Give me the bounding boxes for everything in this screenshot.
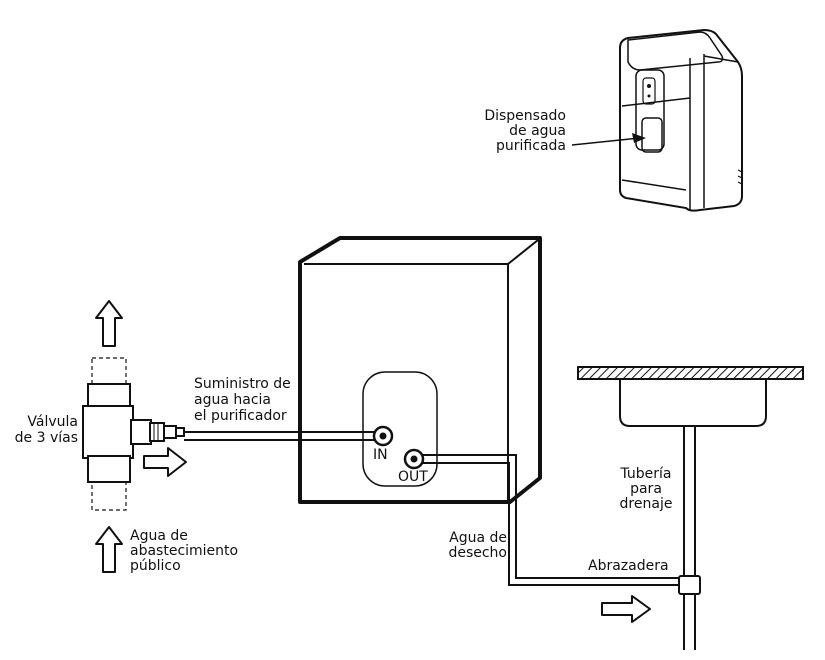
waste-label-line-2: desecho [448,545,507,561]
drain-label: Tubería para drenaje [619,466,672,512]
supply-in-label-line-3: el purificador [194,408,287,424]
waste-flow-arrow [601,595,651,623]
clamp [678,575,701,595]
public-supply-up-arrow [95,526,123,573]
out-label: OUT [398,469,428,485]
dispenser-pointer-arrowhead [632,133,646,143]
drain-pipe [683,426,696,650]
dispenser-unit [619,28,743,212]
public-supply-label: Agua de abastecimiento público [130,528,238,574]
three-way-valve [82,357,185,511]
purifier-unit: IN OUT [298,236,542,504]
dispenser-label-line-2: de agua [509,123,566,139]
waste-pipe [422,454,680,586]
dispenser-label: Dispensado de agua purificada [484,108,646,154]
valve-label-line-1: Válvula [27,414,78,430]
valve-label: Válvula de 3 vías [15,414,78,446]
public-supply-label-line-1: Agua de [130,528,188,544]
supply-in-label: Suministro de agua hacia el purificador [194,376,291,424]
waste-label: Agua de desecho [448,530,507,561]
sink [577,366,804,427]
waste-label-line-1: Agua de [449,530,507,546]
drain-label-line-1: Tubería [619,466,671,482]
drain-label-line-2: para [630,481,662,497]
dispenser-label-line-3: purificada [496,138,566,154]
dispenser-label-line-1: Dispensado [484,108,566,124]
supply-in-label-line-2: agua hacia [194,392,271,408]
in-label: IN [373,447,388,463]
connection-panel [362,371,438,487]
valve-label-line-2: de 3 vías [15,430,78,446]
clamp-label: Abrazadera [588,558,669,574]
public-supply-label-line-3: público [130,558,181,574]
public-supply-label-line-2: abastecimiento [130,543,238,559]
drain-label-line-3: drenaje [620,496,673,512]
outflow-up-arrow [95,300,123,347]
supply-right-arrow [143,447,187,477]
supply-in-label-line-1: Suministro de [194,376,291,392]
dispenser-pointer [571,137,641,146]
